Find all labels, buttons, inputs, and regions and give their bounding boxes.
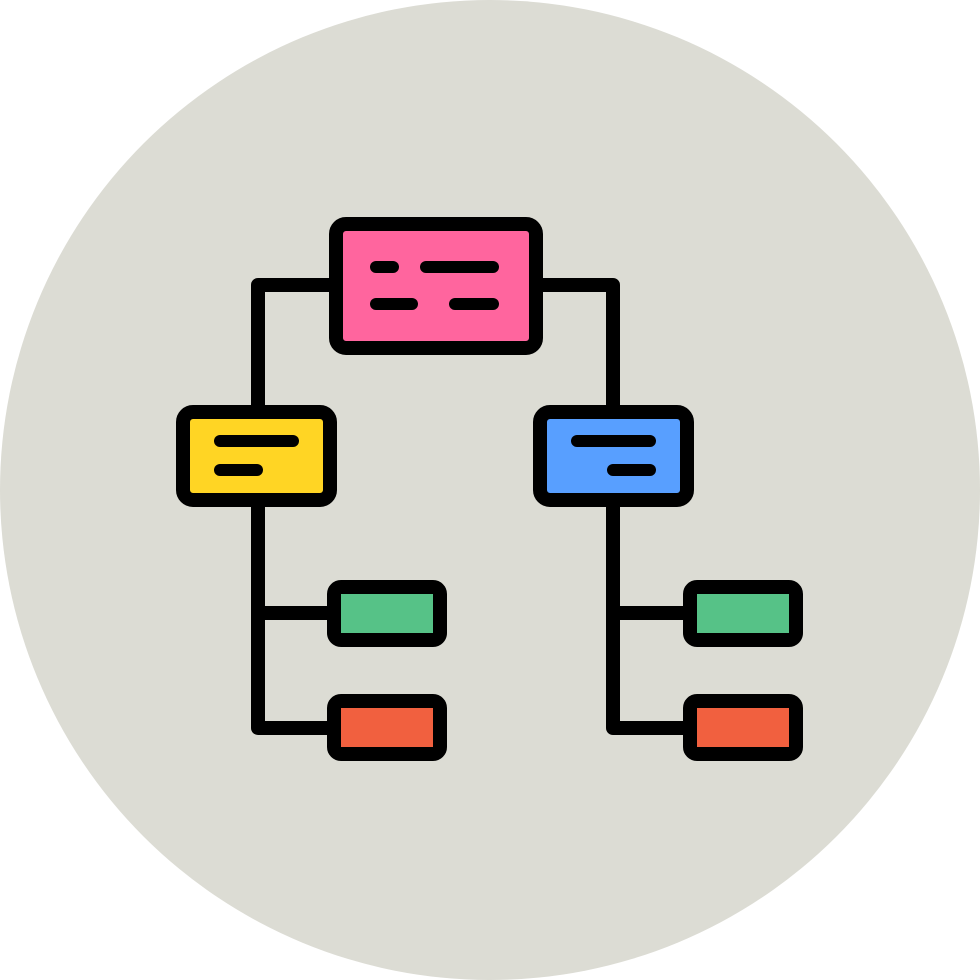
root-to-left-connector — [251, 278, 336, 412]
root-to-right-connector — [536, 278, 620, 412]
right-branch-connector — [606, 500, 690, 735]
right-child-node — [533, 405, 694, 507]
left-child-node-text-lines — [214, 435, 299, 476]
right-child-node-text-lines — [571, 435, 656, 476]
connector-lines — [251, 278, 690, 735]
left-child-node-box — [176, 405, 337, 507]
root-node-text-lines — [370, 261, 499, 310]
root-node — [329, 217, 543, 355]
right-green-leaf-node — [683, 580, 803, 647]
right-red-leaf-node — [683, 694, 803, 761]
root-node-box — [329, 217, 543, 355]
right-child-node-box — [533, 405, 694, 507]
left-child-node — [176, 405, 337, 507]
left-branch-connector — [251, 500, 334, 735]
left-green-leaf-node — [327, 580, 447, 647]
left-red-leaf-node — [327, 694, 447, 761]
